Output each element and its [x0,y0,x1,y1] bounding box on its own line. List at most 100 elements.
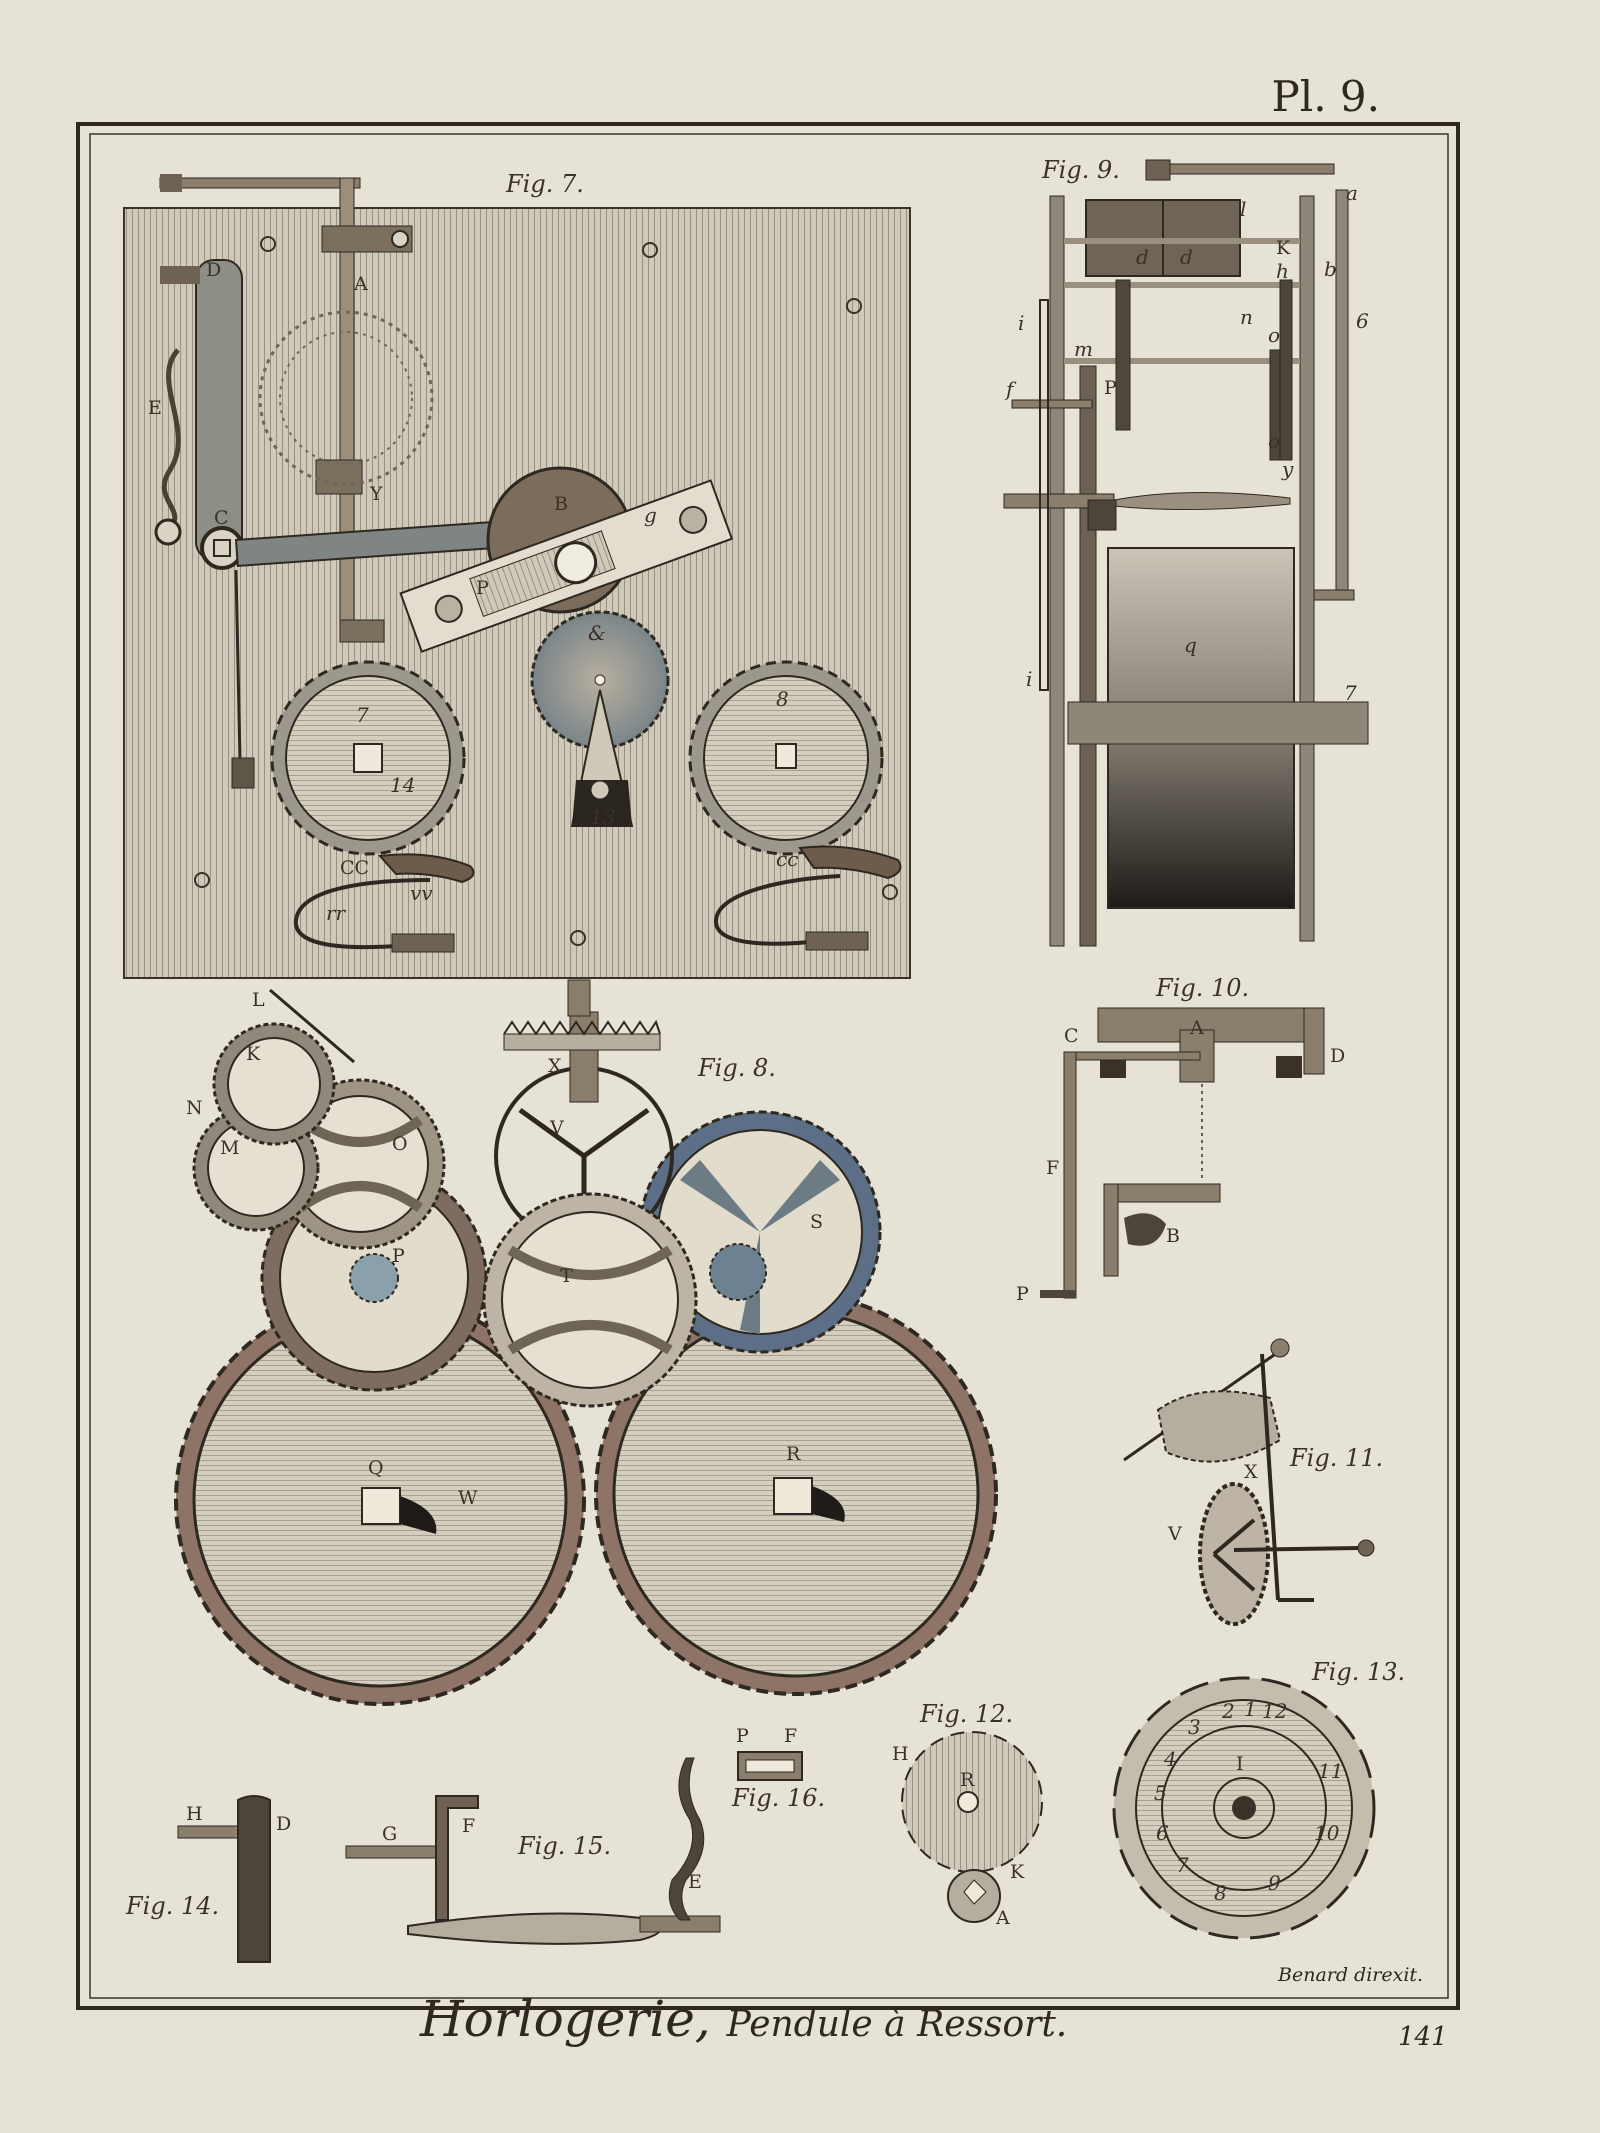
fig7-letter: 8 [776,687,789,711]
fig8-letter: P [392,1245,405,1267]
fig7-letter: C [214,507,229,529]
fig8-letter: R [786,1443,801,1465]
fig10-letter: D [1330,1045,1345,1067]
figure-9: Fig. 9. a b 6 l d d K h n o o y m i f P … [1003,156,1369,947]
fig15-letter: G [382,1823,397,1845]
fig13-letter: 3 [1188,1715,1201,1739]
fig13-letter: 5 [1154,1781,1167,1805]
fig9-letter: P [1104,377,1117,399]
fig9-letter: h [1276,259,1289,283]
fig16-letter: P [736,1725,749,1747]
fig13-letter: I [1236,1753,1244,1775]
fig10-letter: A [1189,1017,1204,1039]
fig9-letter: i [1026,667,1032,691]
fig9-letter: a [1346,181,1358,205]
fig7-letter: vv [410,881,433,905]
fig13-caption: Fig. 13. [1311,1658,1405,1686]
fig7-letter: B [554,493,568,515]
figure-15: Fig. 15. G F E [345,1757,721,1945]
plate-border-outer [76,122,1460,2010]
fig10-caption: Fig. 10. [1155,974,1249,1002]
fig16-letter: F [784,1725,797,1747]
plate-title: Horlogerie, Pendule à Ressort. [420,1990,1067,2048]
fig7-letter: D [206,259,221,281]
fig9-letter: i [1018,311,1024,335]
fig7-letter: A [353,273,368,295]
fig13-letter: 8 [1214,1881,1227,1905]
fig7-letter: P [476,577,489,599]
fig7-letter: CC [340,857,369,879]
page-number: 141 [1398,2022,1448,2052]
figure-10: Fig. 10. C A D F B P [1016,974,1345,1305]
fig7-letter: 14 [390,773,415,797]
fig8-letter: T [560,1265,573,1287]
fig15-letter: E [688,1871,702,1893]
fig9-letter: o [1268,429,1280,453]
fig14-letter: D [276,1813,291,1835]
fig8-caption: Fig. 8. [697,1054,776,1082]
fig16-caption: Fig. 16. [731,1784,825,1812]
fig7-letter: E [148,397,162,419]
fig7-letter: Y [369,483,383,505]
fig8-letter: V [549,1117,564,1139]
fig10-letter: C [1064,1025,1079,1047]
figure-8: Fig. 8. L K N M O P X V S T Q W R [174,979,998,1706]
fig9-letter: 7 [1344,681,1357,705]
fig9-letter: b [1324,257,1337,281]
fig8-letter: N [186,1097,203,1119]
figure-13: Fig. 13. I 2 1 12 3 4 5 6 7 8 9 10 11 [1112,1658,1405,1940]
fig11-caption: Fig. 11. [1289,1444,1383,1472]
fig7-letter: rr [326,901,347,925]
figure-11: Fig. 11. X V [1123,1338,1383,1626]
fig7-letter: g [644,503,657,527]
fig8-letter: L [252,989,265,1011]
fig10-letter: B [1166,1225,1180,1247]
fig8-letter: S [810,1211,823,1233]
fig8-letter: K [246,1043,261,1065]
fig8-letter: M [220,1137,239,1159]
fig9-letter: m [1074,337,1093,361]
engraver-signature: Benard direxit. [1278,1964,1424,1986]
fig9-letter: n [1240,305,1253,329]
fig12-caption: Fig. 12. [919,1700,1013,1728]
fig7-letter: cc [776,847,798,871]
fig13-letter: 6 [1156,1821,1169,1845]
fig8-letter: O [392,1133,408,1155]
fig10-letter: P [1016,1283,1029,1305]
fig7-letter: 13 [590,805,615,829]
fig15-letter: F [462,1815,475,1837]
fig8-letter: X [548,1055,562,1077]
fig7-caption: Fig. 7. [505,170,584,198]
fig8-letter: Q [368,1457,384,1479]
fig9-letter: K [1276,237,1291,259]
fig9-caption: Fig. 9. [1041,156,1120,184]
plate-border-inner [89,133,1449,1999]
fig15-caption: Fig. 15. [517,1832,611,1860]
fig14-letter: H [186,1803,203,1825]
fig13-letter: 7 [1176,1853,1189,1877]
figure-16: Fig. 16. P F [731,1725,825,1812]
fig13-letter: 2 [1221,1699,1235,1723]
fig9-letter: d [1180,245,1193,269]
fig9-letter: f [1004,377,1017,401]
fig11-letter: X [1244,1461,1258,1483]
fig13-letter: 1 [1244,1697,1257,1721]
fig10-letter: F [1046,1157,1059,1179]
fig9-letter: y [1281,457,1294,481]
fig13-letter: 10 [1314,1821,1340,1845]
fig8-letter: W [458,1487,478,1509]
fig7-letter: 7 [356,703,369,727]
fig9-letter: 6 [1356,309,1369,333]
fig7-letter: & [588,621,606,645]
plate-number: Pl. 9. [1271,72,1380,121]
fig9-letter: q [1184,633,1197,657]
figure-14: Fig. 14. H D [125,1795,291,1963]
fig9-letter: d [1136,245,1149,269]
fig9-letter: l [1240,197,1246,221]
fig13-letter: 12 [1262,1699,1287,1723]
fig9-letter: o [1268,323,1280,347]
fig13-letter: 9 [1268,1871,1281,1895]
fig12-letter: K [1010,1861,1025,1883]
plate-title-main: Horlogerie, [420,1990,711,2048]
